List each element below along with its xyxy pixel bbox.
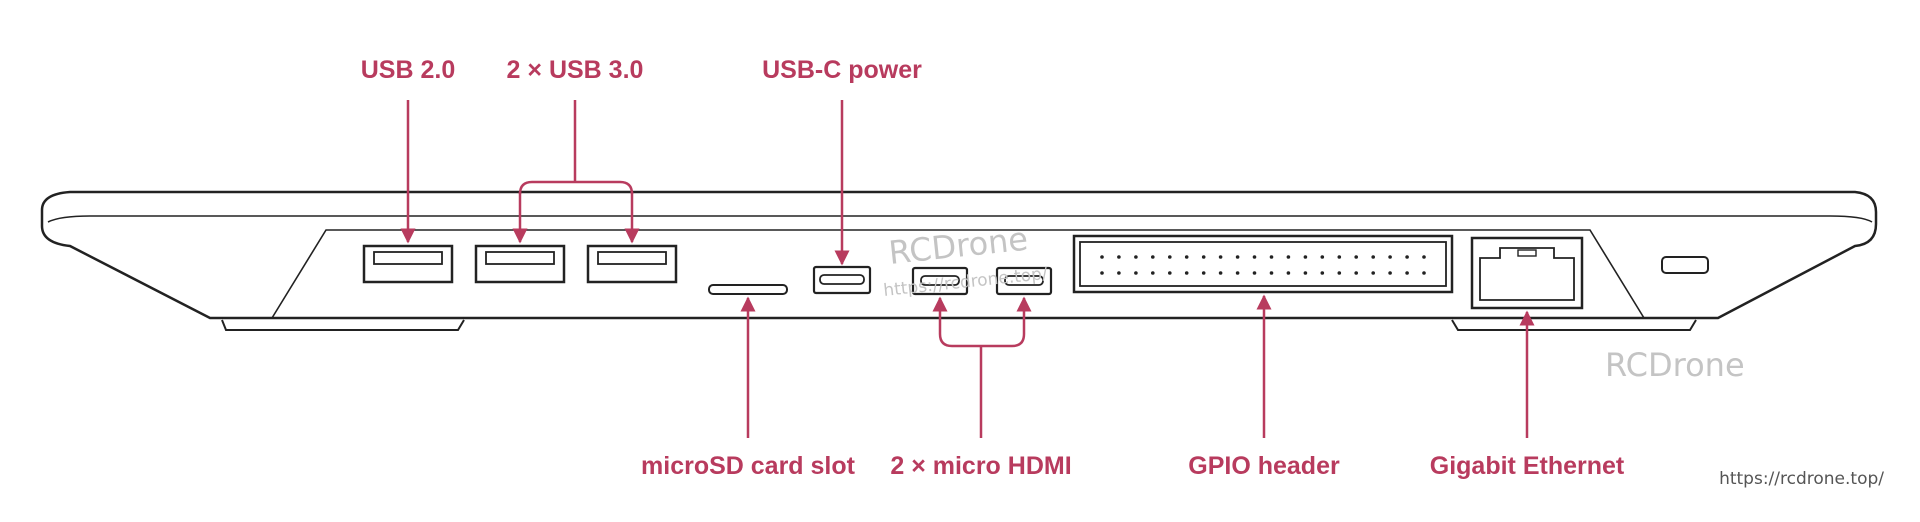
usb3-bracket bbox=[518, 100, 634, 195]
gpio-pin bbox=[1117, 271, 1121, 275]
gpio-pin bbox=[1184, 255, 1189, 259]
micro-hdmi-port-1 bbox=[911, 266, 969, 296]
label-gpio: GPIO header bbox=[1188, 452, 1340, 480]
gpio-pin bbox=[1235, 255, 1240, 259]
gpio-pin bbox=[1388, 255, 1392, 259]
gpio-pin bbox=[1371, 255, 1375, 259]
gpio-pin bbox=[1168, 255, 1172, 259]
label-usbc: USB-C power bbox=[762, 56, 922, 84]
gpio-pin bbox=[1286, 255, 1291, 259]
gpio-pin bbox=[1422, 271, 1426, 275]
gpio-pin bbox=[1117, 255, 1121, 259]
watermark-brand: RCDrone bbox=[887, 220, 1030, 272]
gpio-pin bbox=[1320, 255, 1325, 259]
gpio-pin bbox=[1354, 271, 1358, 275]
labels: USB 2.0 2 × USB 3.0 USB-C power microSD … bbox=[361, 56, 1625, 480]
usb3-port-2 bbox=[586, 244, 678, 284]
micro-hdmi-port-2 bbox=[995, 266, 1053, 296]
gpio-pin bbox=[1269, 271, 1274, 275]
gpio-pin bbox=[1252, 255, 1257, 259]
device-ridge-line bbox=[47, 215, 1873, 223]
hdmi-bracket bbox=[938, 300, 1026, 438]
label-hdmi: 2 × micro HDMI bbox=[890, 452, 1071, 480]
gpio-pin bbox=[1100, 255, 1104, 259]
gpio-pin bbox=[1201, 271, 1206, 275]
gpio-pin bbox=[1422, 255, 1426, 259]
gpio-pin bbox=[1235, 271, 1240, 275]
label-usb2: USB 2.0 bbox=[361, 56, 455, 84]
foot-left bbox=[221, 319, 465, 331]
port-panel-outline bbox=[271, 229, 1645, 319]
gpio-pin bbox=[1388, 271, 1392, 275]
gpio-pin bbox=[1269, 255, 1274, 259]
ports bbox=[362, 234, 1709, 310]
gpio-pin bbox=[1371, 271, 1375, 275]
gpio-pin bbox=[1337, 255, 1342, 259]
gpio-pin bbox=[1252, 271, 1257, 275]
watermark-brand-corner: RCDrone bbox=[1605, 346, 1745, 384]
gpio-pin bbox=[1168, 271, 1172, 275]
footer-url: https://rcdrone.top/ bbox=[1719, 469, 1884, 489]
gpio-pin bbox=[1218, 255, 1223, 259]
gpio-pin bbox=[1303, 255, 1308, 259]
microsd-slot bbox=[708, 284, 788, 295]
gpio-pin bbox=[1100, 271, 1104, 275]
foot-right bbox=[1451, 319, 1697, 331]
gpio-pin bbox=[1354, 255, 1358, 259]
gpio-pin bbox=[1184, 271, 1189, 275]
gpio-pin bbox=[1320, 271, 1325, 275]
device-top-outline bbox=[40, 190, 1878, 320]
usbc-port bbox=[812, 265, 872, 295]
device-body bbox=[40, 190, 1878, 331]
gpio-pin bbox=[1134, 255, 1138, 259]
usb3-port-1 bbox=[474, 244, 566, 284]
gpio-pin bbox=[1405, 255, 1409, 259]
usb2-port bbox=[362, 244, 454, 284]
gpio-header bbox=[1072, 234, 1454, 294]
label-ethernet: Gigabit Ethernet bbox=[1430, 452, 1625, 480]
ethernet-port bbox=[1470, 236, 1584, 310]
gpio-pin bbox=[1201, 255, 1206, 259]
gpio-pin bbox=[1134, 271, 1138, 275]
callout-lines bbox=[400, 100, 1535, 438]
gpio-pin bbox=[1405, 271, 1409, 275]
gpio-pin bbox=[1337, 271, 1342, 275]
label-microsd: microSD card slot bbox=[641, 452, 856, 480]
gpio-pin bbox=[1286, 271, 1291, 275]
gpio-pins bbox=[1100, 255, 1426, 275]
gpio-pin bbox=[1151, 255, 1155, 259]
gpio-pin bbox=[1303, 271, 1308, 275]
gpio-pin bbox=[1218, 271, 1223, 275]
label-usb3: 2 × USB 3.0 bbox=[507, 56, 644, 84]
kensington-slot bbox=[1661, 256, 1709, 274]
gpio-pin bbox=[1151, 271, 1155, 275]
